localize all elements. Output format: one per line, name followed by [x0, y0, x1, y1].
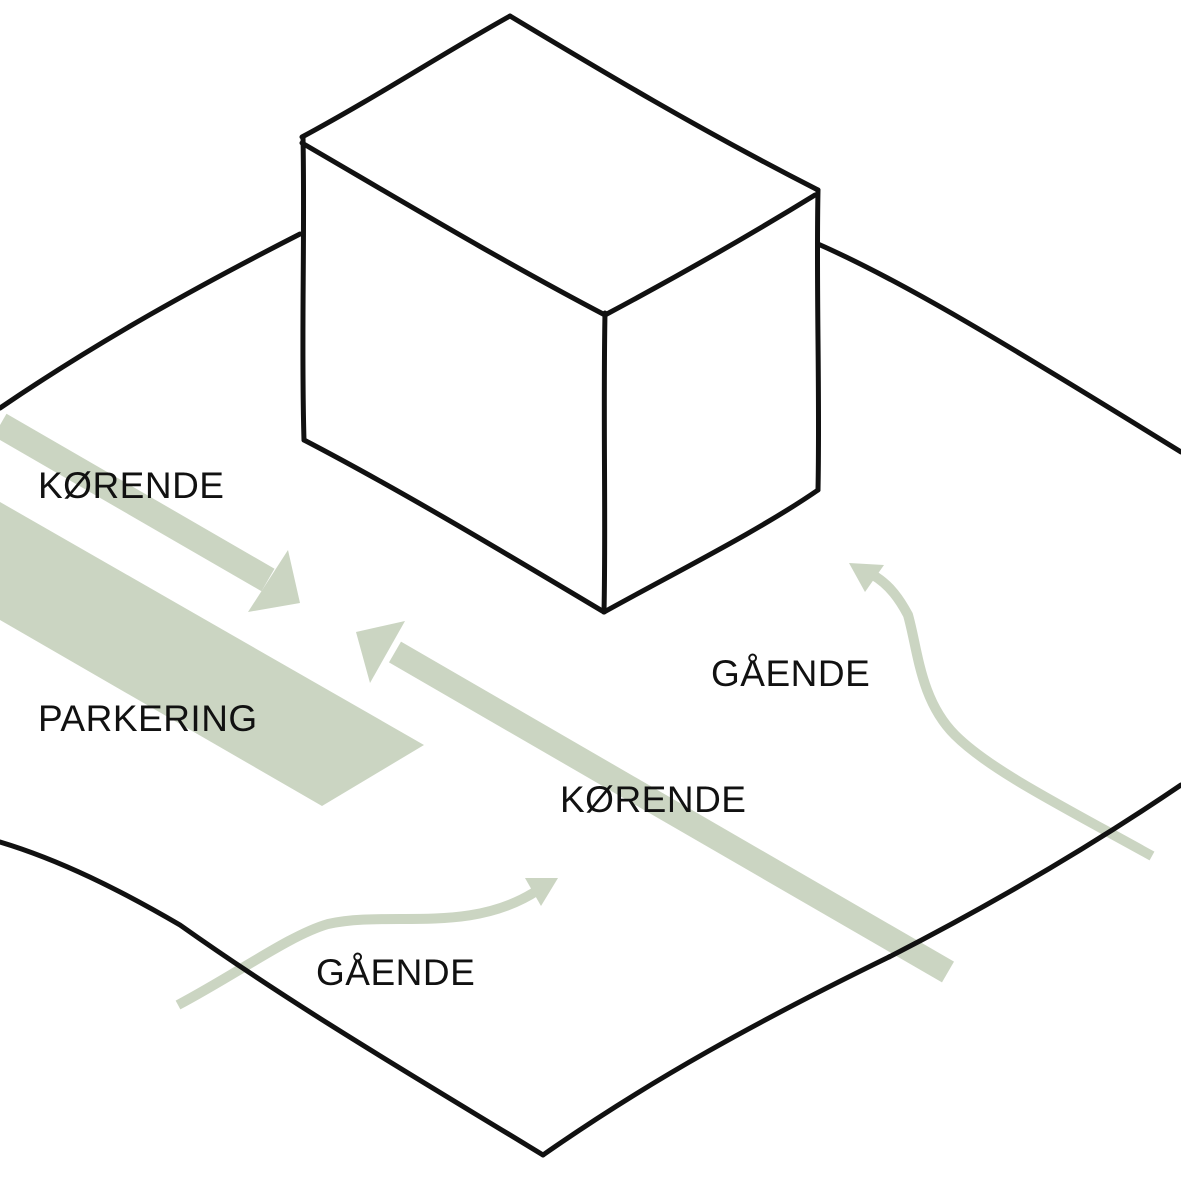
driving-arrow-top-head: [248, 550, 300, 612]
label-korende-top: KØRENDE: [38, 465, 225, 506]
flow-shapes: [0, 413, 1155, 1010]
label-gaende-bottom: GÅENDE: [316, 952, 476, 993]
pedestrian-arrow-bottom-head: [525, 878, 558, 906]
ground-plane-outline-right: [815, 241, 1181, 455]
building-top-front-right: [602, 192, 818, 318]
pedestrian-path-bottom: [175, 885, 541, 1010]
pedestrian-arrow-right-head: [849, 563, 884, 592]
label-korende-center: KØRENDE: [560, 779, 747, 820]
building-bottom-left-edge: [301, 437, 607, 615]
building-left-edge: [300, 134, 307, 443]
building-bottom-right-edge: [601, 487, 821, 615]
ground-plane-outline-lower-right: [886, 782, 1181, 960]
building-center-edge: [601, 310, 608, 615]
building-right-edge: [814, 187, 822, 493]
driving-arrow-center-head: [356, 621, 405, 683]
building-top-front-left: [299, 140, 608, 318]
ground-plane-outline: [0, 231, 303, 411]
label-parkering: PARKERING: [38, 698, 258, 739]
label-gaende-right: GÅENDE: [711, 653, 871, 694]
ink-lines: [0, 13, 1181, 1158]
building-top-left-edge: [299, 13, 513, 140]
driving-arrow-center-shaft: [388, 641, 955, 983]
building-top-right-edge: [507, 13, 821, 193]
ground-plane-outline-bottom-left: [0, 839, 546, 1158]
pedestrian-path-right: [870, 570, 1155, 861]
ground-plane-outline-bottom-right: [540, 954, 892, 1158]
driving-arrow-top-shaft: [0, 413, 275, 592]
parking-area: [0, 502, 424, 806]
